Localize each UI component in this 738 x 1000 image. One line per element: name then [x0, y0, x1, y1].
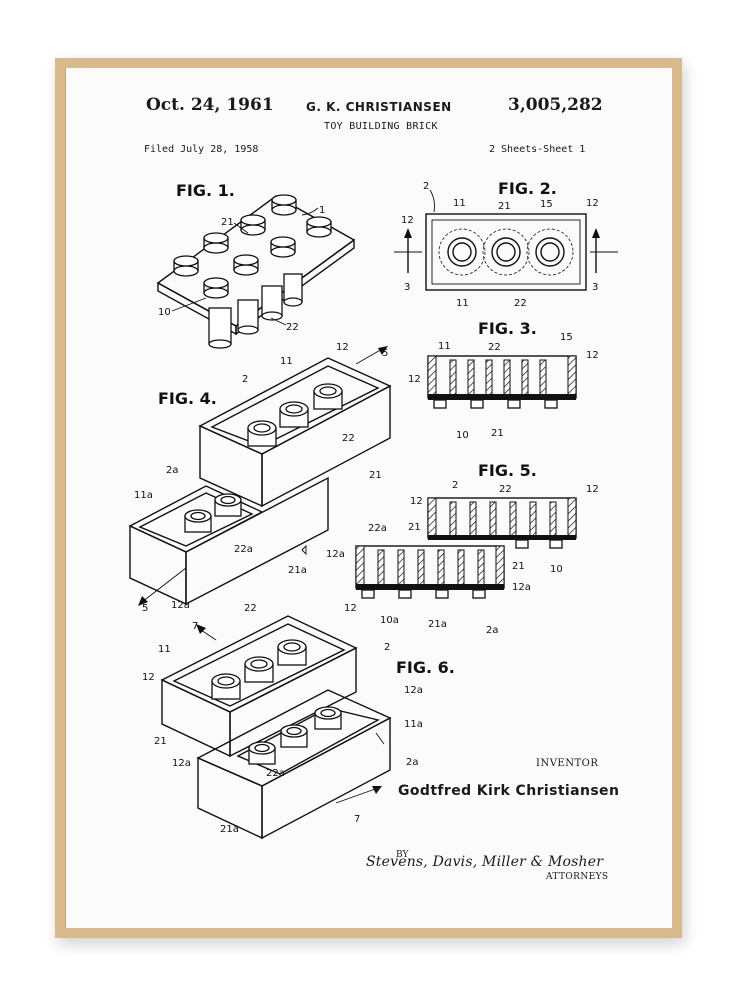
attorney-signature: Stevens, Davis, Miller & Mosher: [366, 854, 604, 870]
fig6-ref-21a: 21a: [220, 824, 239, 835]
fig5-ref-12-left: 12: [410, 496, 423, 507]
attorneys-label: ATTORNEYS: [546, 872, 609, 882]
fig1-ref-10: 10: [158, 307, 171, 318]
fig6-ref-12-left: 12: [142, 672, 155, 683]
fig6-ref-12-top: 12: [344, 603, 357, 614]
fig4-ref-12a: 12a: [171, 600, 190, 611]
fig4-ref-12: 12: [336, 342, 349, 353]
fig5-ref-10a: 10a: [380, 615, 399, 626]
patent-number: 3,005,282: [508, 95, 603, 115]
fig3-ref-12-left: 12: [408, 374, 421, 385]
inventor-name: Godtfred Kirk Christiansen: [398, 783, 620, 799]
fig5-label: FIG. 5.: [478, 461, 537, 480]
fig2-ref-15: 15: [540, 199, 553, 210]
fig1-ref-22: 22: [286, 322, 299, 333]
figure-6-drawing: FIG. 6. 7 22 12 11 2: [142, 603, 455, 840]
fig6-ref-12a-right: 12a: [404, 685, 423, 696]
fig3-ref-12-right: 12: [586, 350, 599, 361]
fig2-ref-21: 21: [498, 201, 511, 212]
figure-3-drawing: FIG. 3. 11 22 15 12 12 10 21: [408, 319, 599, 441]
fig2-ref-12-right: 12: [586, 198, 599, 209]
fig2-ref-11: 11: [453, 198, 466, 209]
patent-drawings: FIG. 1.: [128, 179, 618, 840]
fig6-ref-22a: 22a: [266, 768, 285, 779]
fig5-ref-21-right: 21: [512, 561, 525, 572]
fig5-ref-22a: 22a: [368, 523, 387, 534]
figure-5-drawing: FIG. 5.: [326, 461, 599, 636]
by-label: BY: [396, 850, 409, 860]
fig6-ref-22: 22: [244, 603, 257, 614]
fig1-ref-1: 1: [319, 205, 325, 216]
figure-1-drawing: FIG. 1.: [156, 181, 356, 349]
fig2-ref-11-bottom: 11: [456, 298, 469, 309]
figure-2-drawing: FIG. 2. 2 11 21 15 12 12 3: [394, 179, 618, 309]
fig3-ref-15: 15: [560, 332, 573, 343]
fig6-ref-21: 21: [154, 736, 167, 747]
fig4-ref-21a: 21a: [288, 565, 307, 576]
fig6-ref-11a: 11a: [404, 719, 423, 730]
fig2-ref-3-left: 3: [404, 282, 410, 293]
patent-title: TOY BUILDING BRICK: [324, 121, 438, 132]
fig5-ref-10: 10: [550, 564, 563, 575]
fig3-ref-11: 11: [438, 341, 451, 352]
fig4-ref-11a: 11a: [134, 490, 153, 501]
fig5-ref-12a-right: 12a: [512, 582, 531, 593]
fig2-ref-12-left: 12: [401, 215, 414, 226]
fig5-ref-12-right: 12: [586, 484, 599, 495]
inventor-header: G. K. CHRISTIANSEN: [306, 100, 452, 114]
fig6-label: FIG. 6.: [396, 658, 455, 677]
fig3-ref-21: 21: [491, 428, 504, 439]
fig2-label: FIG. 2.: [498, 179, 557, 198]
fig3-ref-10: 10: [456, 430, 469, 441]
fig4-ref-5-bottom: 5: [142, 603, 148, 614]
fig5-ref-21-top: 21: [408, 522, 421, 533]
fig6-ref-7-top: 7: [192, 621, 198, 632]
filed-date: Filed July 28, 1958: [144, 144, 259, 155]
figure-4-drawing: FIG. 4. 2 11 12 5 22 21: [128, 342, 392, 614]
fig2-ref-22: 22: [514, 298, 527, 309]
fig4-ref-2: 2: [242, 374, 248, 385]
fig6-ref-2: 2: [384, 642, 390, 653]
fig3-label: FIG. 3.: [478, 319, 537, 338]
fig4-ref-21: 21: [369, 470, 382, 481]
fig5-ref-12a-left: 12a: [326, 549, 345, 560]
fig4-label: FIG. 4.: [158, 389, 217, 408]
fig2-ref-3-right: 3: [592, 282, 598, 293]
fig4-ref-2a: 2a: [166, 465, 179, 476]
fig4-ref-22a: 22a: [234, 544, 253, 555]
fig4-ref-11: 11: [280, 356, 293, 367]
fig6-ref-12a-left: 12a: [172, 758, 191, 769]
fig1-label: FIG. 1.: [176, 181, 235, 200]
patent-sheet: Oct. 24, 1961 G. K. CHRISTIANSEN 3,005,2…: [66, 68, 672, 928]
inventor-label: INVENTOR: [536, 758, 599, 769]
fig6-ref-11: 11: [158, 644, 171, 655]
fig5-ref-22: 22: [499, 484, 512, 495]
patent-date: Oct. 24, 1961: [146, 95, 274, 115]
fig3-ref-22: 22: [488, 342, 501, 353]
fig5-ref-2: 2: [452, 480, 458, 491]
fig6-ref-7-bottom: 7: [354, 814, 360, 825]
fig2-ref-2: 2: [423, 181, 429, 192]
fig4-ref-5-top: 5: [382, 348, 388, 359]
fig4-ref-22: 22: [342, 433, 355, 444]
sheet-count: 2 Sheets-Sheet 1: [489, 144, 586, 155]
fig5-ref-21a: 21a: [428, 619, 447, 630]
fig5-ref-2a: 2a: [486, 625, 499, 636]
fig6-ref-2a: 2a: [406, 757, 419, 768]
fig1-ref-21: 21: [221, 217, 234, 228]
